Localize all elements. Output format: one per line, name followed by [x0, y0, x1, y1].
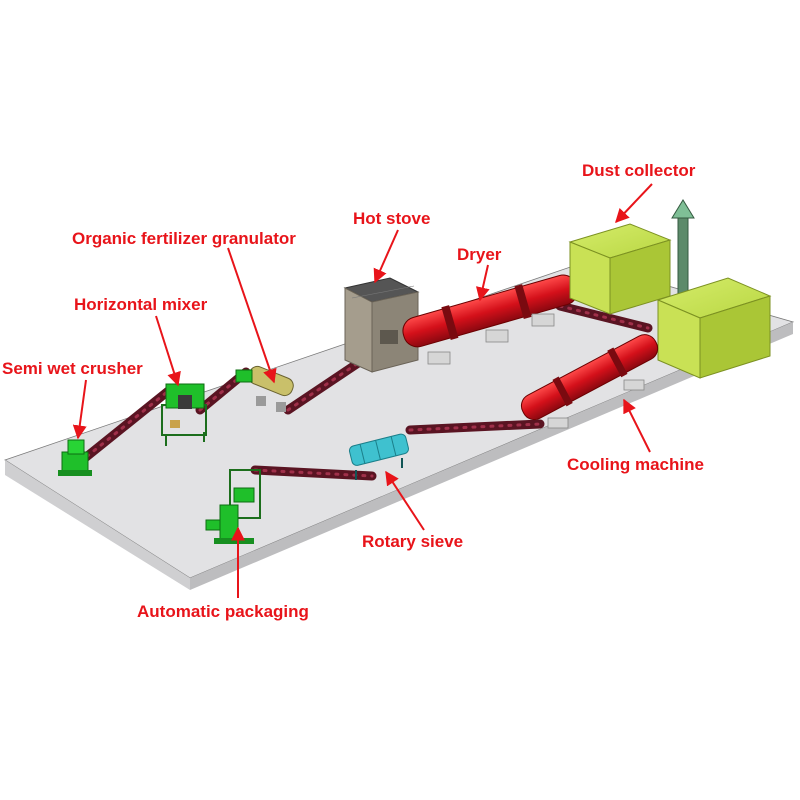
label-arrows	[72, 183, 653, 598]
conveyor-cooler-to-sieve	[405, 419, 545, 435]
conveyor-dryer-to-cooler	[555, 301, 653, 333]
cooler-dust-box	[656, 277, 772, 379]
label-semi-wet-crusher: Semi wet crusher	[2, 359, 143, 378]
label-cooling-machine: Cooling machine	[567, 455, 704, 474]
label-automatic-packaging: Automatic packaging	[137, 602, 309, 621]
arrow-icon	[155, 315, 181, 387]
label-rotary-sieve: Rotary sieve	[362, 532, 463, 551]
arrow-icon	[227, 247, 277, 384]
arrow-icon	[72, 379, 87, 440]
arrow-icon	[623, 398, 651, 453]
label-horizontal-mixer: Horizontal mixer	[74, 295, 208, 314]
platform-front-side	[5, 460, 190, 590]
labels: Dust collector Hot stove Organic fertili…	[2, 161, 704, 621]
arrow-icon	[373, 229, 399, 284]
hot-stove-machine	[343, 277, 420, 373]
label-hot-stove: Hot stove	[353, 209, 430, 228]
arrow-icon	[385, 470, 425, 531]
conveyor-crusher-to-mixer	[75, 383, 177, 467]
label-organic-granulator: Organic fertilizer granulator	[72, 229, 296, 248]
cooling-machine	[520, 334, 659, 429]
conveyor-sieve-to-packaging	[250, 465, 377, 481]
arrow-icon	[615, 183, 653, 224]
semi-wet-crusher-machine	[58, 439, 92, 476]
conveyors	[75, 301, 653, 481]
dust-collector-machine	[568, 199, 695, 315]
arrow-icon	[475, 264, 490, 302]
horizontal-mixer-machine	[161, 383, 207, 446]
rotary-sieve-machine	[348, 433, 409, 480]
label-dust-collector: Dust collector	[582, 161, 696, 180]
label-dryer: Dryer	[457, 245, 502, 264]
